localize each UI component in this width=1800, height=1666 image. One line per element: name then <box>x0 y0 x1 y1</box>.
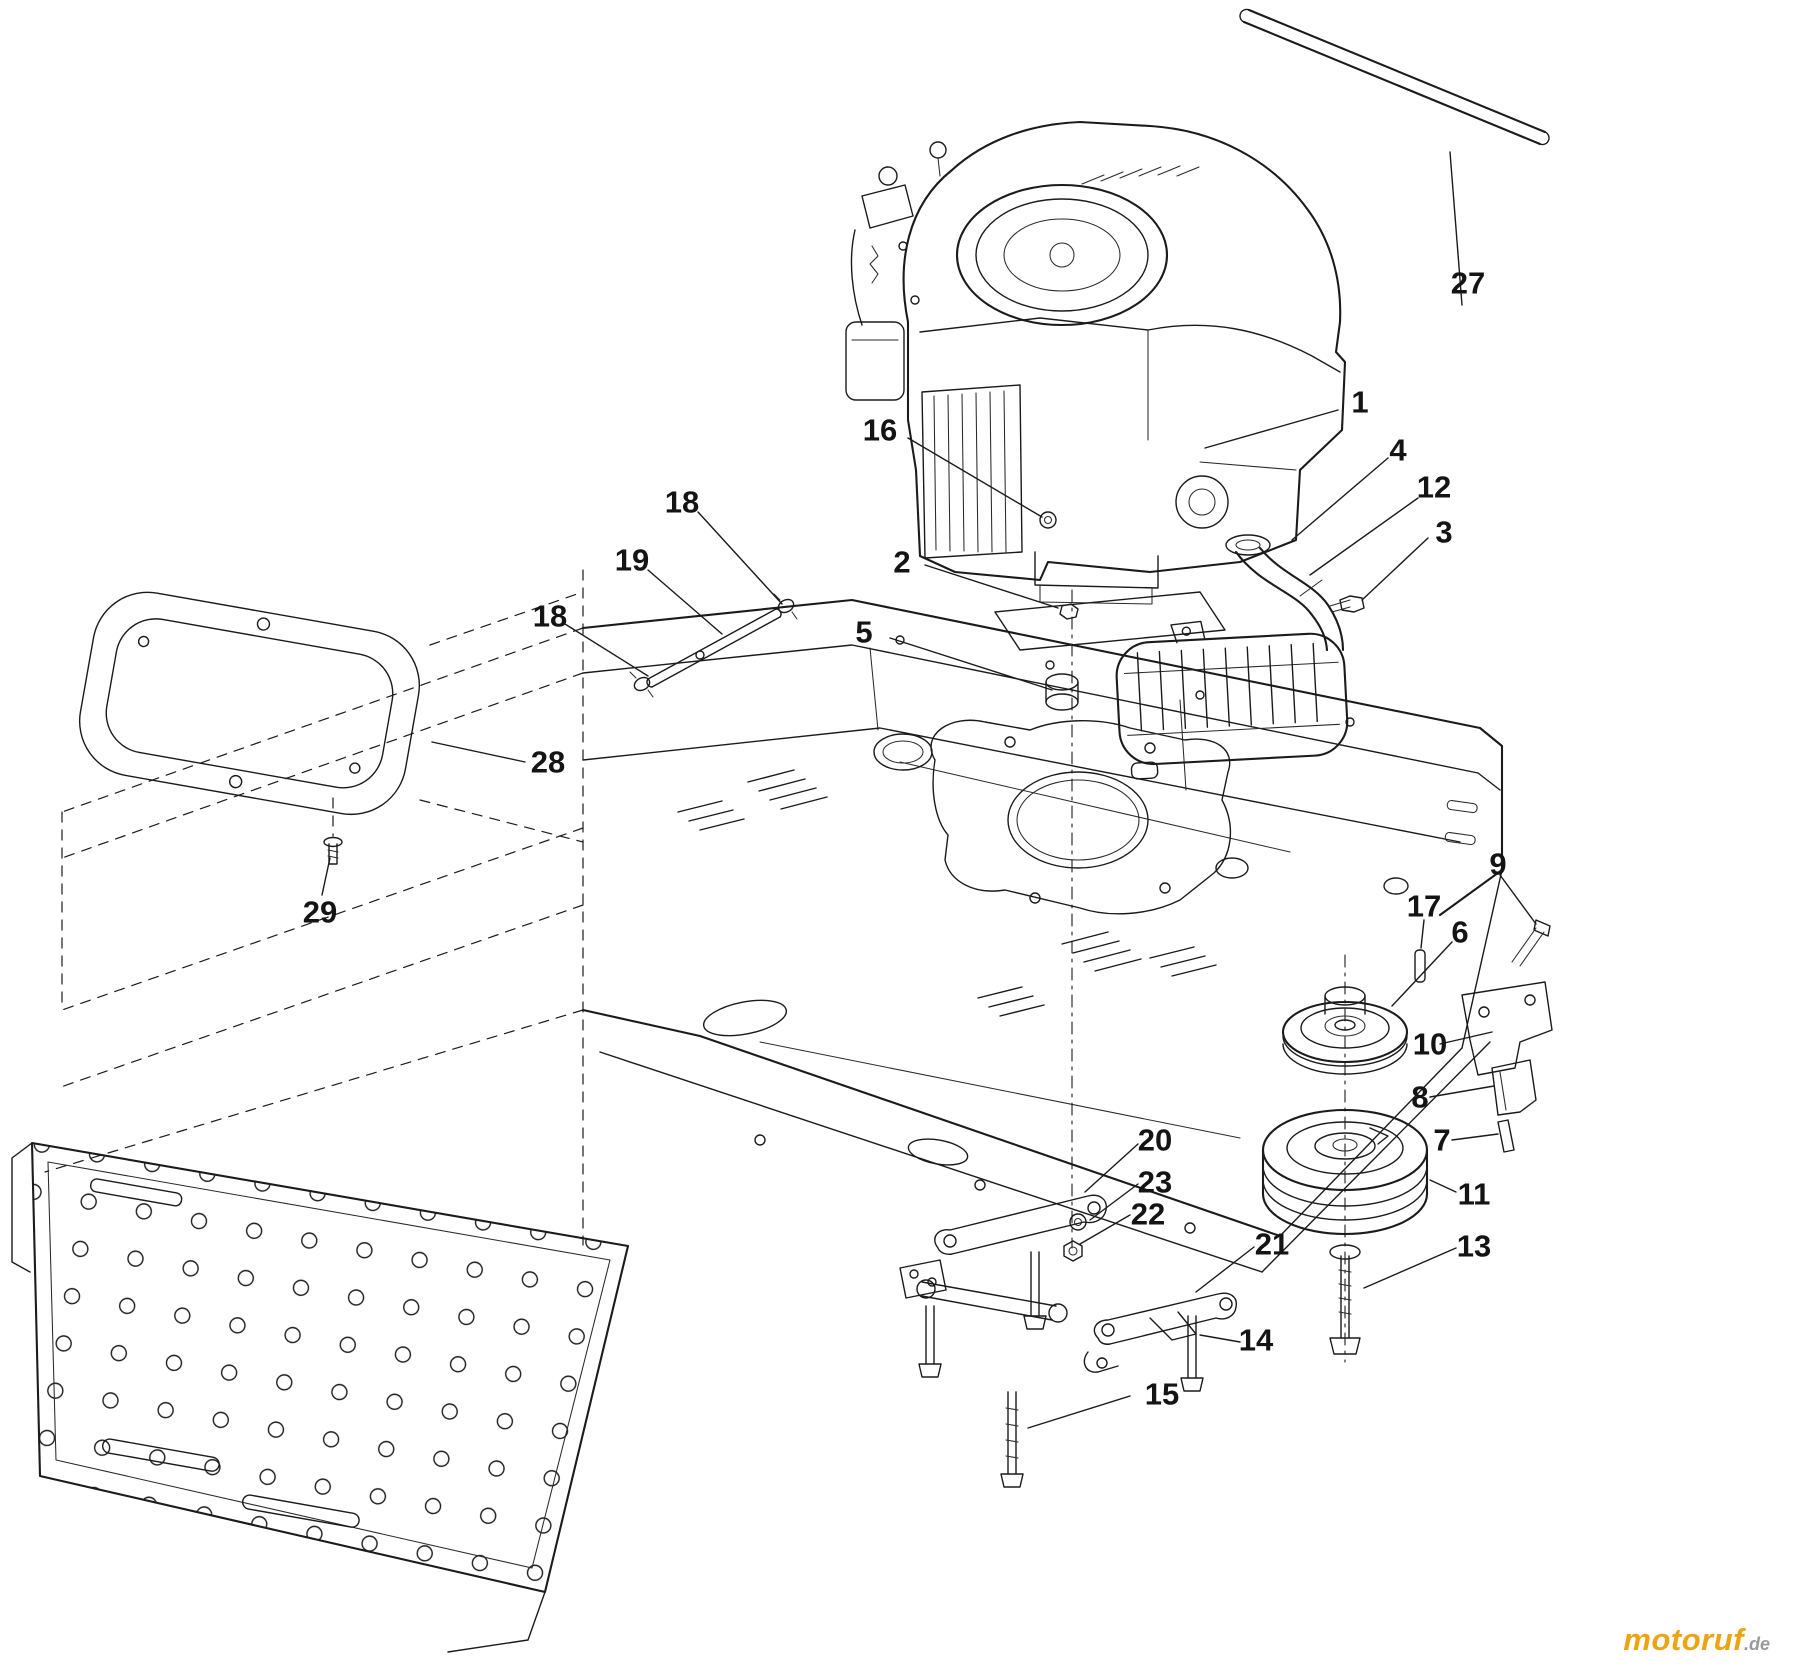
callout-29: 29 <box>302 894 338 930</box>
frame-chassis <box>44 569 1504 1273</box>
tube-19-clamps-18 <box>629 593 798 698</box>
callout-27: 27 <box>1450 265 1486 301</box>
watermark: motoruf.de <box>1623 1622 1770 1658</box>
gasket-28 <box>78 591 421 816</box>
callout-4: 4 <box>1389 432 1407 468</box>
leader-lines <box>321 151 1537 1429</box>
callout-16: 16 <box>862 412 898 448</box>
clutch-stack <box>1261 919 1553 1363</box>
callout-19: 19 <box>614 542 650 578</box>
callout-5: 5 <box>855 614 873 650</box>
engine <box>845 120 1347 605</box>
callout-1: 1 <box>1351 384 1369 420</box>
mount-plate-and-spacer <box>994 589 1226 1249</box>
callout-3: 3 <box>1435 514 1453 550</box>
watermark-tld: .de <box>1743 1634 1770 1654</box>
callout-6: 6 <box>1451 914 1469 950</box>
callout-2: 2 <box>893 544 911 580</box>
callout-13: 13 <box>1456 1228 1492 1264</box>
callout-8: 8 <box>1411 1079 1429 1115</box>
callout-28: 28 <box>530 744 566 780</box>
callout-14: 14 <box>1238 1322 1274 1358</box>
rod-27 <box>1239 8 1550 146</box>
screw-29 <box>323 797 343 865</box>
callout-7: 7 <box>1433 1122 1451 1158</box>
footrest-platform <box>11 1141 630 1653</box>
idler-brackets <box>899 1194 1237 1488</box>
callout-18: 18 <box>664 484 700 520</box>
callout-15: 15 <box>1144 1376 1180 1412</box>
callout-10: 10 <box>1412 1026 1448 1062</box>
callout-23: 23 <box>1137 1164 1173 1200</box>
callout-11: 11 <box>1457 1176 1491 1212</box>
callout-18: 18 <box>532 598 568 634</box>
watermark-brand: motoruf <box>1623 1622 1744 1657</box>
callout-20: 20 <box>1137 1122 1173 1158</box>
callout-12: 12 <box>1416 469 1452 505</box>
callout-22: 22 <box>1130 1196 1166 1232</box>
muffler-and-exhaust-pipe <box>1115 534 1365 780</box>
callout-17: 17 <box>1406 888 1442 924</box>
callout-21: 21 <box>1254 1226 1290 1262</box>
vent-slots <box>677 769 1217 1017</box>
callout-9: 9 <box>1489 846 1507 882</box>
